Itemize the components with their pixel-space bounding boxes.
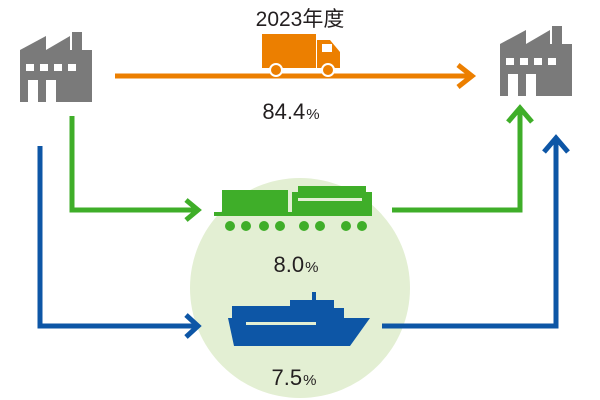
destination-factory-icon: [500, 26, 572, 96]
truck-route-arrow: [115, 63, 477, 89]
truck-share-label: 84.4%: [262, 99, 319, 124]
truck-icon: [262, 34, 340, 77]
ship-route-arrow: [37, 134, 570, 339]
rail-route-arrow: [69, 104, 534, 222]
cargo-ship-icon: [228, 292, 370, 346]
rail-share-label: 8.0%: [274, 252, 319, 277]
origin-factory-icon: [20, 32, 92, 102]
freight-train-icon: [214, 186, 372, 231]
ship-share-label: 7.5%: [272, 365, 317, 390]
year-label: 2023年度: [256, 8, 345, 31]
